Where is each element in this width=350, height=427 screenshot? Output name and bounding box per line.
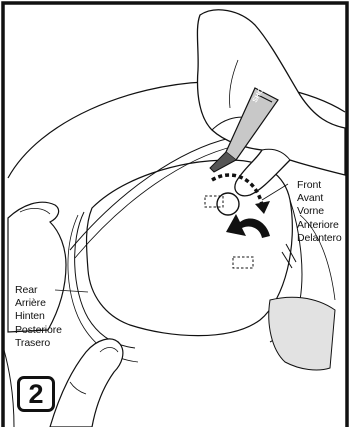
direction-arrow-icon <box>226 214 270 238</box>
rear-label-fr: Arrière <box>15 297 62 310</box>
front-label-de: Vorne <box>297 205 342 218</box>
front-label-it: Anteriore <box>297 219 342 232</box>
cheek-pad-shaded <box>269 297 335 370</box>
rear-label-de: Hinten <box>15 310 62 323</box>
rear-label-en: Rear <box>15 284 62 297</box>
lower-thumb <box>50 339 123 427</box>
step-number-badge: 2 <box>17 376 55 412</box>
rear-direction-labels: Rear Arrière Hinten Posteriore Trasero <box>15 284 62 350</box>
tab-circle <box>217 193 239 215</box>
front-label-fr: Avant <box>297 192 342 205</box>
front-label-en: Front <box>297 179 342 192</box>
rear-label-es: Trasero <box>15 337 62 350</box>
front-label-es: Delantero <box>297 232 342 245</box>
rear-label-it: Posteriore <box>15 324 62 337</box>
tab-slot-upper <box>205 196 223 207</box>
tab-slot-lower <box>233 257 253 268</box>
front-direction-labels: Front Avant Vorne Anteriore Delantero <box>297 179 342 245</box>
